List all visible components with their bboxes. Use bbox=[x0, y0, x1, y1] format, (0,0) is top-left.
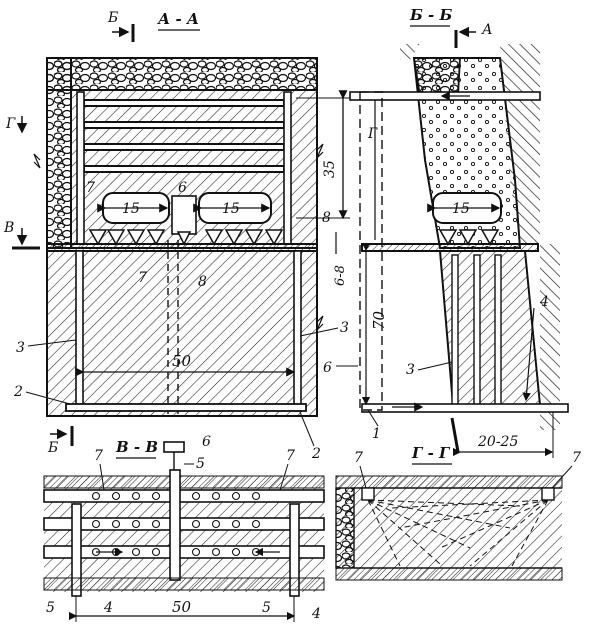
dim-width-vv: 50 bbox=[172, 598, 192, 616]
section-gg bbox=[335, 475, 563, 581]
callout-7-gg-left: 7 bbox=[354, 450, 363, 466]
callout-2-aa-left: 2 bbox=[13, 384, 23, 400]
callout-7-aa-bottom: 7 bbox=[138, 270, 147, 286]
callout-7-gg-right: 7 bbox=[572, 450, 581, 466]
callout-4-bb: 4 bbox=[539, 294, 549, 310]
dim-chamber-left: 15 bbox=[122, 201, 140, 217]
section-bb bbox=[349, 44, 569, 458]
callout-7-aa-left: 7 bbox=[86, 180, 95, 196]
callout-4-vv-left: 4 bbox=[103, 600, 113, 616]
dim-width-main: 50 bbox=[172, 352, 192, 370]
cut-mark-g-right: Г bbox=[367, 126, 378, 142]
cut-mark-b-bottom: Б bbox=[47, 440, 58, 456]
section-label-aa: А - А bbox=[157, 10, 199, 28]
callout-3-aa-right: 3 bbox=[340, 320, 349, 336]
section-aa bbox=[33, 57, 350, 417]
callout-2-aa-right: 2 bbox=[311, 446, 321, 462]
callout-3-aa-left: 3 bbox=[16, 340, 25, 356]
dim-chamber-bb: 15 bbox=[452, 201, 470, 217]
callout-7-vv-right: 7 bbox=[286, 448, 295, 464]
cut-mark-g-left: Г bbox=[5, 116, 16, 132]
cut-mark-a-top: А bbox=[481, 22, 493, 38]
dim-depth-bb: 20-25 bbox=[477, 434, 518, 450]
callout-8-aa-right: 8 bbox=[322, 210, 331, 226]
section-vv bbox=[43, 441, 325, 622]
callout-7-vv-left: 7 bbox=[94, 448, 103, 464]
dim-height-upper: 35 bbox=[322, 160, 338, 178]
callout-5-vv-right: 5 bbox=[262, 600, 271, 616]
callout-4-vv-right: 4 bbox=[311, 606, 321, 622]
dim-height-main: 70 bbox=[370, 310, 388, 330]
callout-1-bb: 1 bbox=[372, 426, 381, 442]
dim-chamber-right: 15 bbox=[222, 201, 240, 217]
section-label-bb: Б - Б bbox=[409, 6, 452, 24]
cut-mark-v-left: В bbox=[3, 220, 14, 236]
callout-3-bb: 3 bbox=[406, 362, 415, 378]
section-label-gg: Г - Г bbox=[411, 444, 451, 462]
callout-6-aa-right: 6 bbox=[323, 360, 332, 376]
callout-6-aa: 6 bbox=[178, 180, 187, 196]
section-label-vv: В - В bbox=[115, 438, 158, 456]
callout-8-aa-bottom: 8 bbox=[198, 274, 207, 290]
cut-mark-b-top: Б bbox=[107, 10, 118, 26]
callout-6-vv: 6 bbox=[202, 434, 211, 450]
callout-5-vv-top: 5 bbox=[196, 456, 205, 472]
callout-5-vv-left: 5 bbox=[46, 600, 55, 616]
dim-offset: 6-8 bbox=[333, 265, 348, 286]
